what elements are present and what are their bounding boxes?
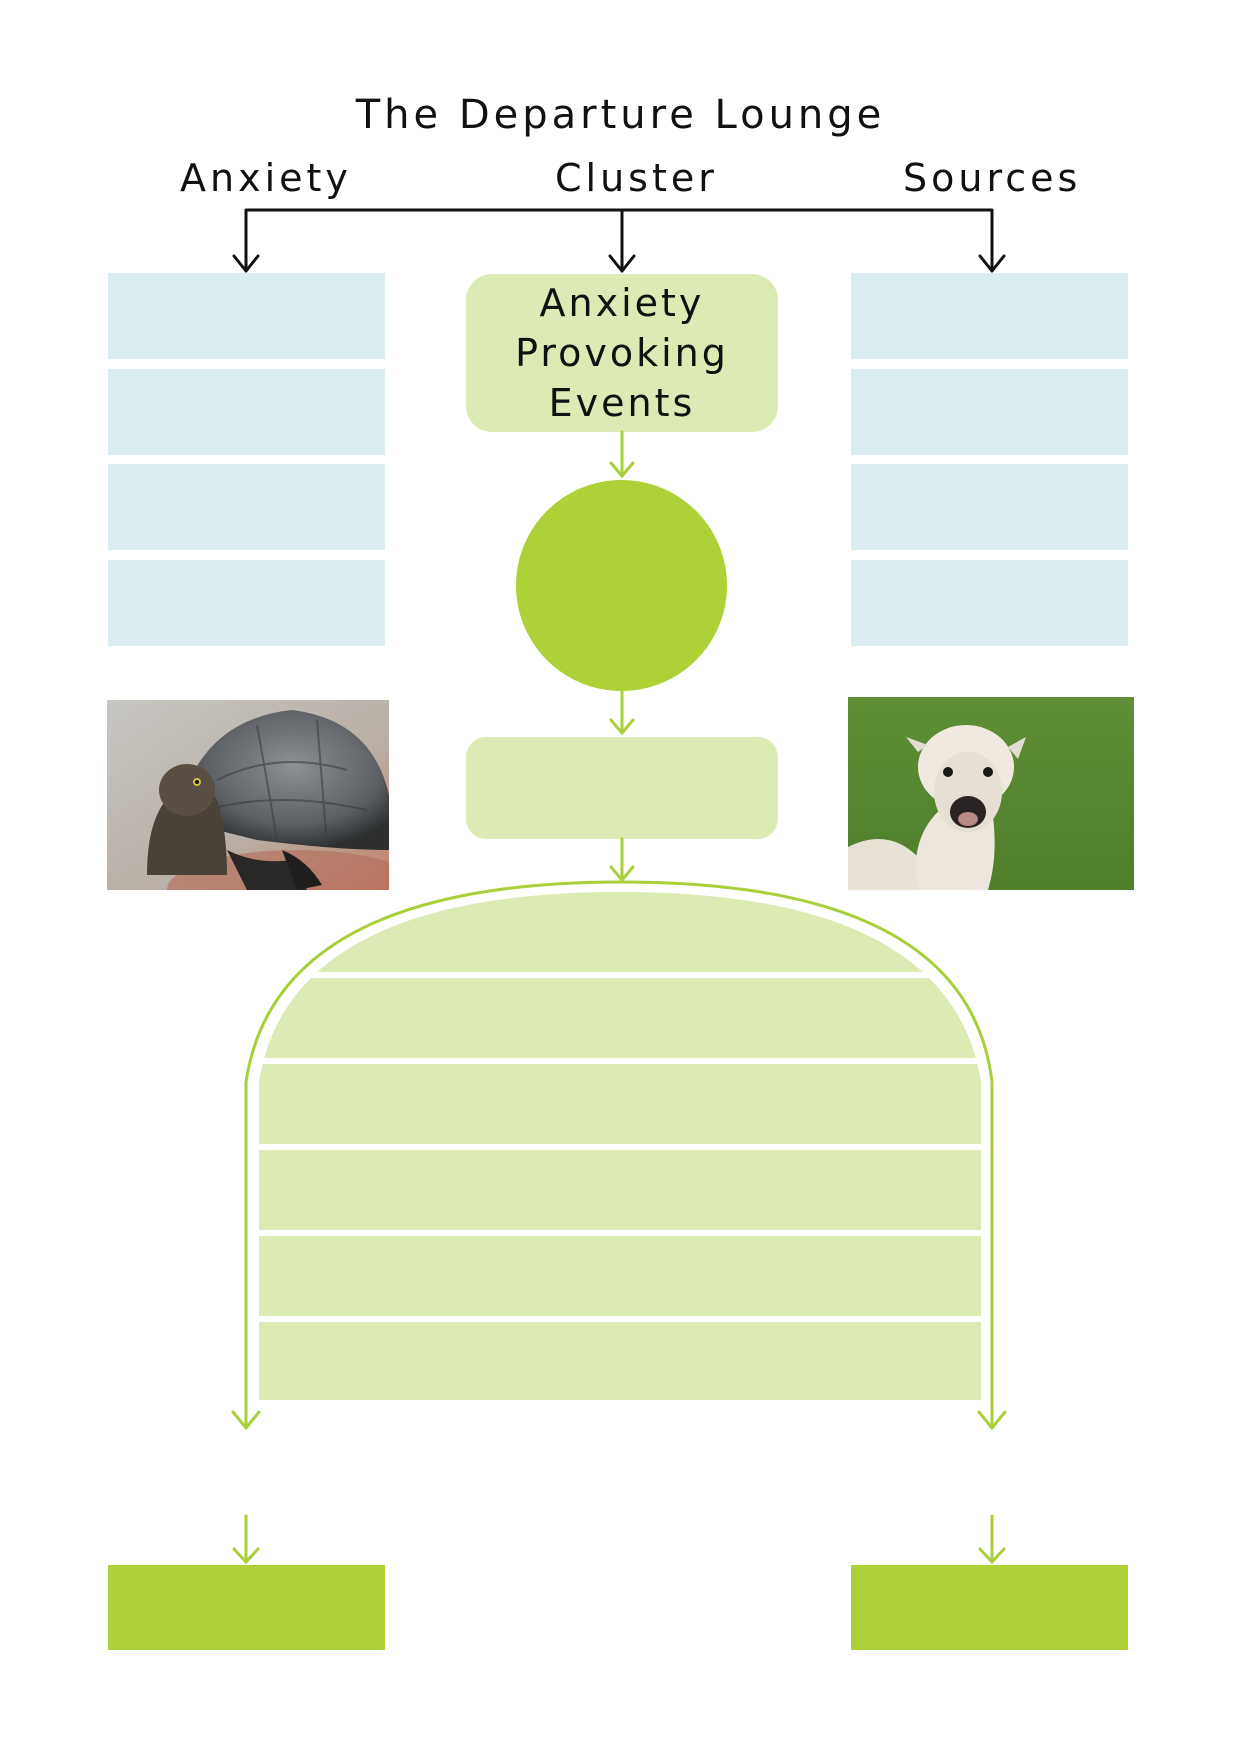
left-box-4 — [108, 560, 385, 646]
right-box-1 — [851, 273, 1128, 359]
right-box-3 — [851, 464, 1128, 550]
events-line-3: Events — [548, 381, 696, 425]
arrowhead-right-icon — [978, 254, 1006, 273]
green-arrowhead-1-icon — [609, 461, 635, 478]
left-box-1 — [108, 273, 385, 359]
dome-container — [259, 892, 981, 1400]
outcome-box-right — [851, 1565, 1128, 1650]
heading-anxiety: Anxiety — [180, 156, 352, 200]
black-branch-line — [244, 208, 994, 273]
dome-row-2 — [259, 978, 981, 1058]
center-box — [466, 737, 778, 839]
center-circle — [516, 480, 727, 691]
heading-sources: Sources — [903, 156, 1082, 200]
anxiety-provoking-events-box: Anxiety Provoking Events — [466, 274, 778, 432]
events-line-2: Provoking — [515, 331, 729, 375]
events-line-1: Anxiety — [539, 281, 705, 325]
outcome-box-left — [108, 1565, 385, 1650]
dome-row-6 — [259, 1322, 981, 1400]
left-box-3 — [108, 464, 385, 550]
outcome-arrowhead-right-icon — [978, 1547, 1006, 1564]
arrowhead-left-icon — [232, 254, 260, 273]
dome-arrowhead-left-icon — [231, 1410, 261, 1430]
green-arrowhead-2-icon — [609, 718, 635, 735]
turtle-photo — [107, 700, 389, 890]
left-box-2 — [108, 369, 385, 455]
dome-graphic — [259, 892, 981, 1400]
heading-cluster: Cluster — [555, 156, 718, 200]
alpaca-photo — [848, 697, 1134, 890]
dome-row-3 — [259, 1064, 981, 1144]
arrowhead-center-icon — [608, 254, 636, 273]
green-arrowhead-3-icon — [609, 865, 635, 882]
dome-outline-arrow — [244, 880, 994, 1430]
outcome-arrowhead-left-icon — [232, 1547, 260, 1564]
right-box-4 — [851, 560, 1128, 646]
diagram-title: The Departure Lounge — [355, 92, 886, 138]
dome-arrowhead-right-icon — [977, 1410, 1007, 1430]
dome-row-4 — [259, 1150, 981, 1230]
dome-row-5 — [259, 1236, 981, 1316]
right-box-2 — [851, 369, 1128, 455]
